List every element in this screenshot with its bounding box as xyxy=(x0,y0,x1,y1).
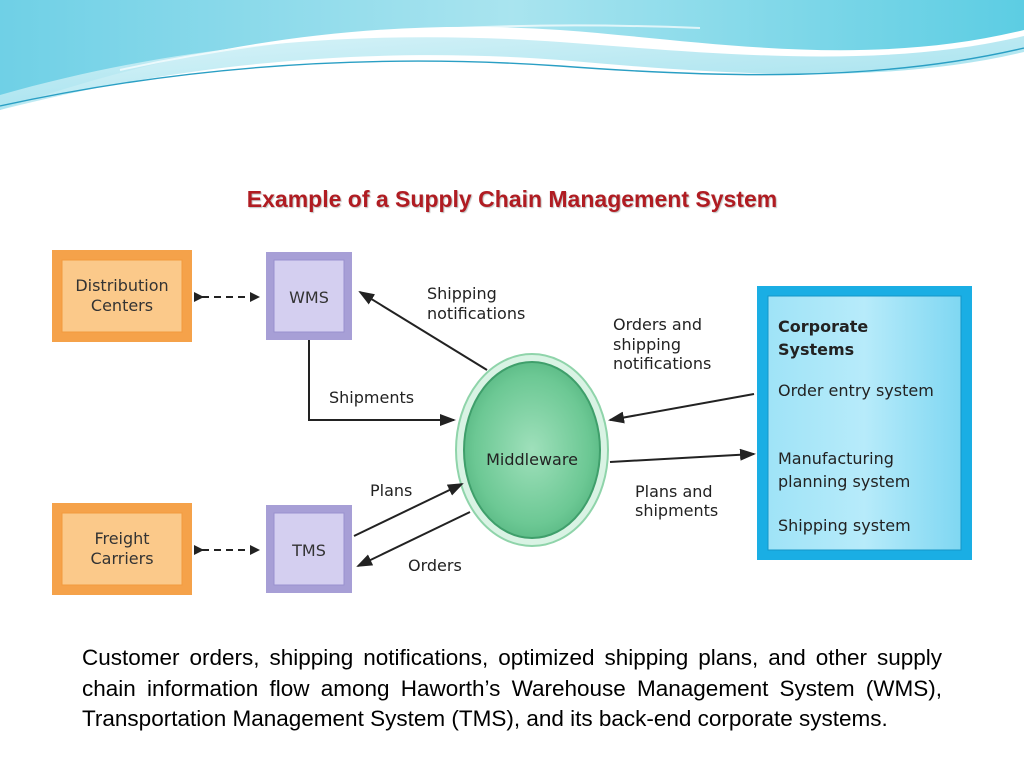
orders-shipping-label-3: notifications xyxy=(613,354,711,373)
corporate-title-line1: Corporate xyxy=(778,317,868,336)
freight-carriers-box: Freight Carriers xyxy=(52,503,192,595)
distribution-label-line1: Distribution xyxy=(75,276,168,295)
middleware-node: Middleware xyxy=(455,353,609,547)
shipping-notifications-label-2: notifications xyxy=(427,304,525,323)
slide-caption: Customer orders, shipping notifications,… xyxy=(82,645,942,731)
plans-arrow xyxy=(353,483,464,537)
orders-shipping-label-1: Orders and xyxy=(613,315,702,334)
svg-text:Carriers: Carriers xyxy=(90,549,153,568)
plans-shipments-label-1: Plans and xyxy=(635,482,713,501)
plans-label: Plans xyxy=(370,481,412,500)
svg-text:Centers: Centers xyxy=(91,296,153,315)
order-entry-system: Order entry system xyxy=(778,381,934,400)
tms-box: TMS xyxy=(266,505,352,593)
wms-label: WMS xyxy=(289,288,329,307)
orders-shipping-notifications-arrow xyxy=(608,393,755,424)
plans-and-shipments-arrow xyxy=(609,448,756,463)
orders-shipping-label-2: shipping xyxy=(613,335,681,354)
slide-title: Example of a Supply Chain Management Sys… xyxy=(246,186,778,212)
middleware-label: Middleware xyxy=(486,450,578,469)
manufacturing-line1: Manufacturing xyxy=(778,449,894,468)
supply-chain-diagram: Distribution Centers Freight Carriers WM… xyxy=(52,250,972,595)
corporate-systems-box: Corporate Systems Order entry system Man… xyxy=(757,286,972,560)
orders-label: Orders xyxy=(408,556,462,575)
manufacturing-line2: planning system xyxy=(778,472,910,491)
plans-shipments-label-2: shipments xyxy=(635,501,718,520)
distribution-label-line2: Centers xyxy=(91,296,153,315)
shipping-notifications-label-1: Shipping xyxy=(427,284,497,303)
wms-box: WMS xyxy=(266,252,352,340)
freight-label-line1: Freight xyxy=(94,529,149,548)
shipping-system: Shipping system xyxy=(778,516,911,535)
shipments-label: Shipments xyxy=(329,388,414,407)
orders-arrow xyxy=(356,511,471,567)
svg-text:Freight: Freight xyxy=(94,529,149,548)
distribution-centers-box: Distribution Centers xyxy=(52,250,192,342)
corporate-title-line2: Systems xyxy=(778,340,854,359)
tms-label: TMS xyxy=(291,541,326,560)
freight-label-line2: Carriers xyxy=(90,549,153,568)
shipments-arrow xyxy=(308,340,456,426)
shipping-notifications-arrow xyxy=(358,290,488,371)
svg-text:Distribution: Distribution xyxy=(75,276,168,295)
